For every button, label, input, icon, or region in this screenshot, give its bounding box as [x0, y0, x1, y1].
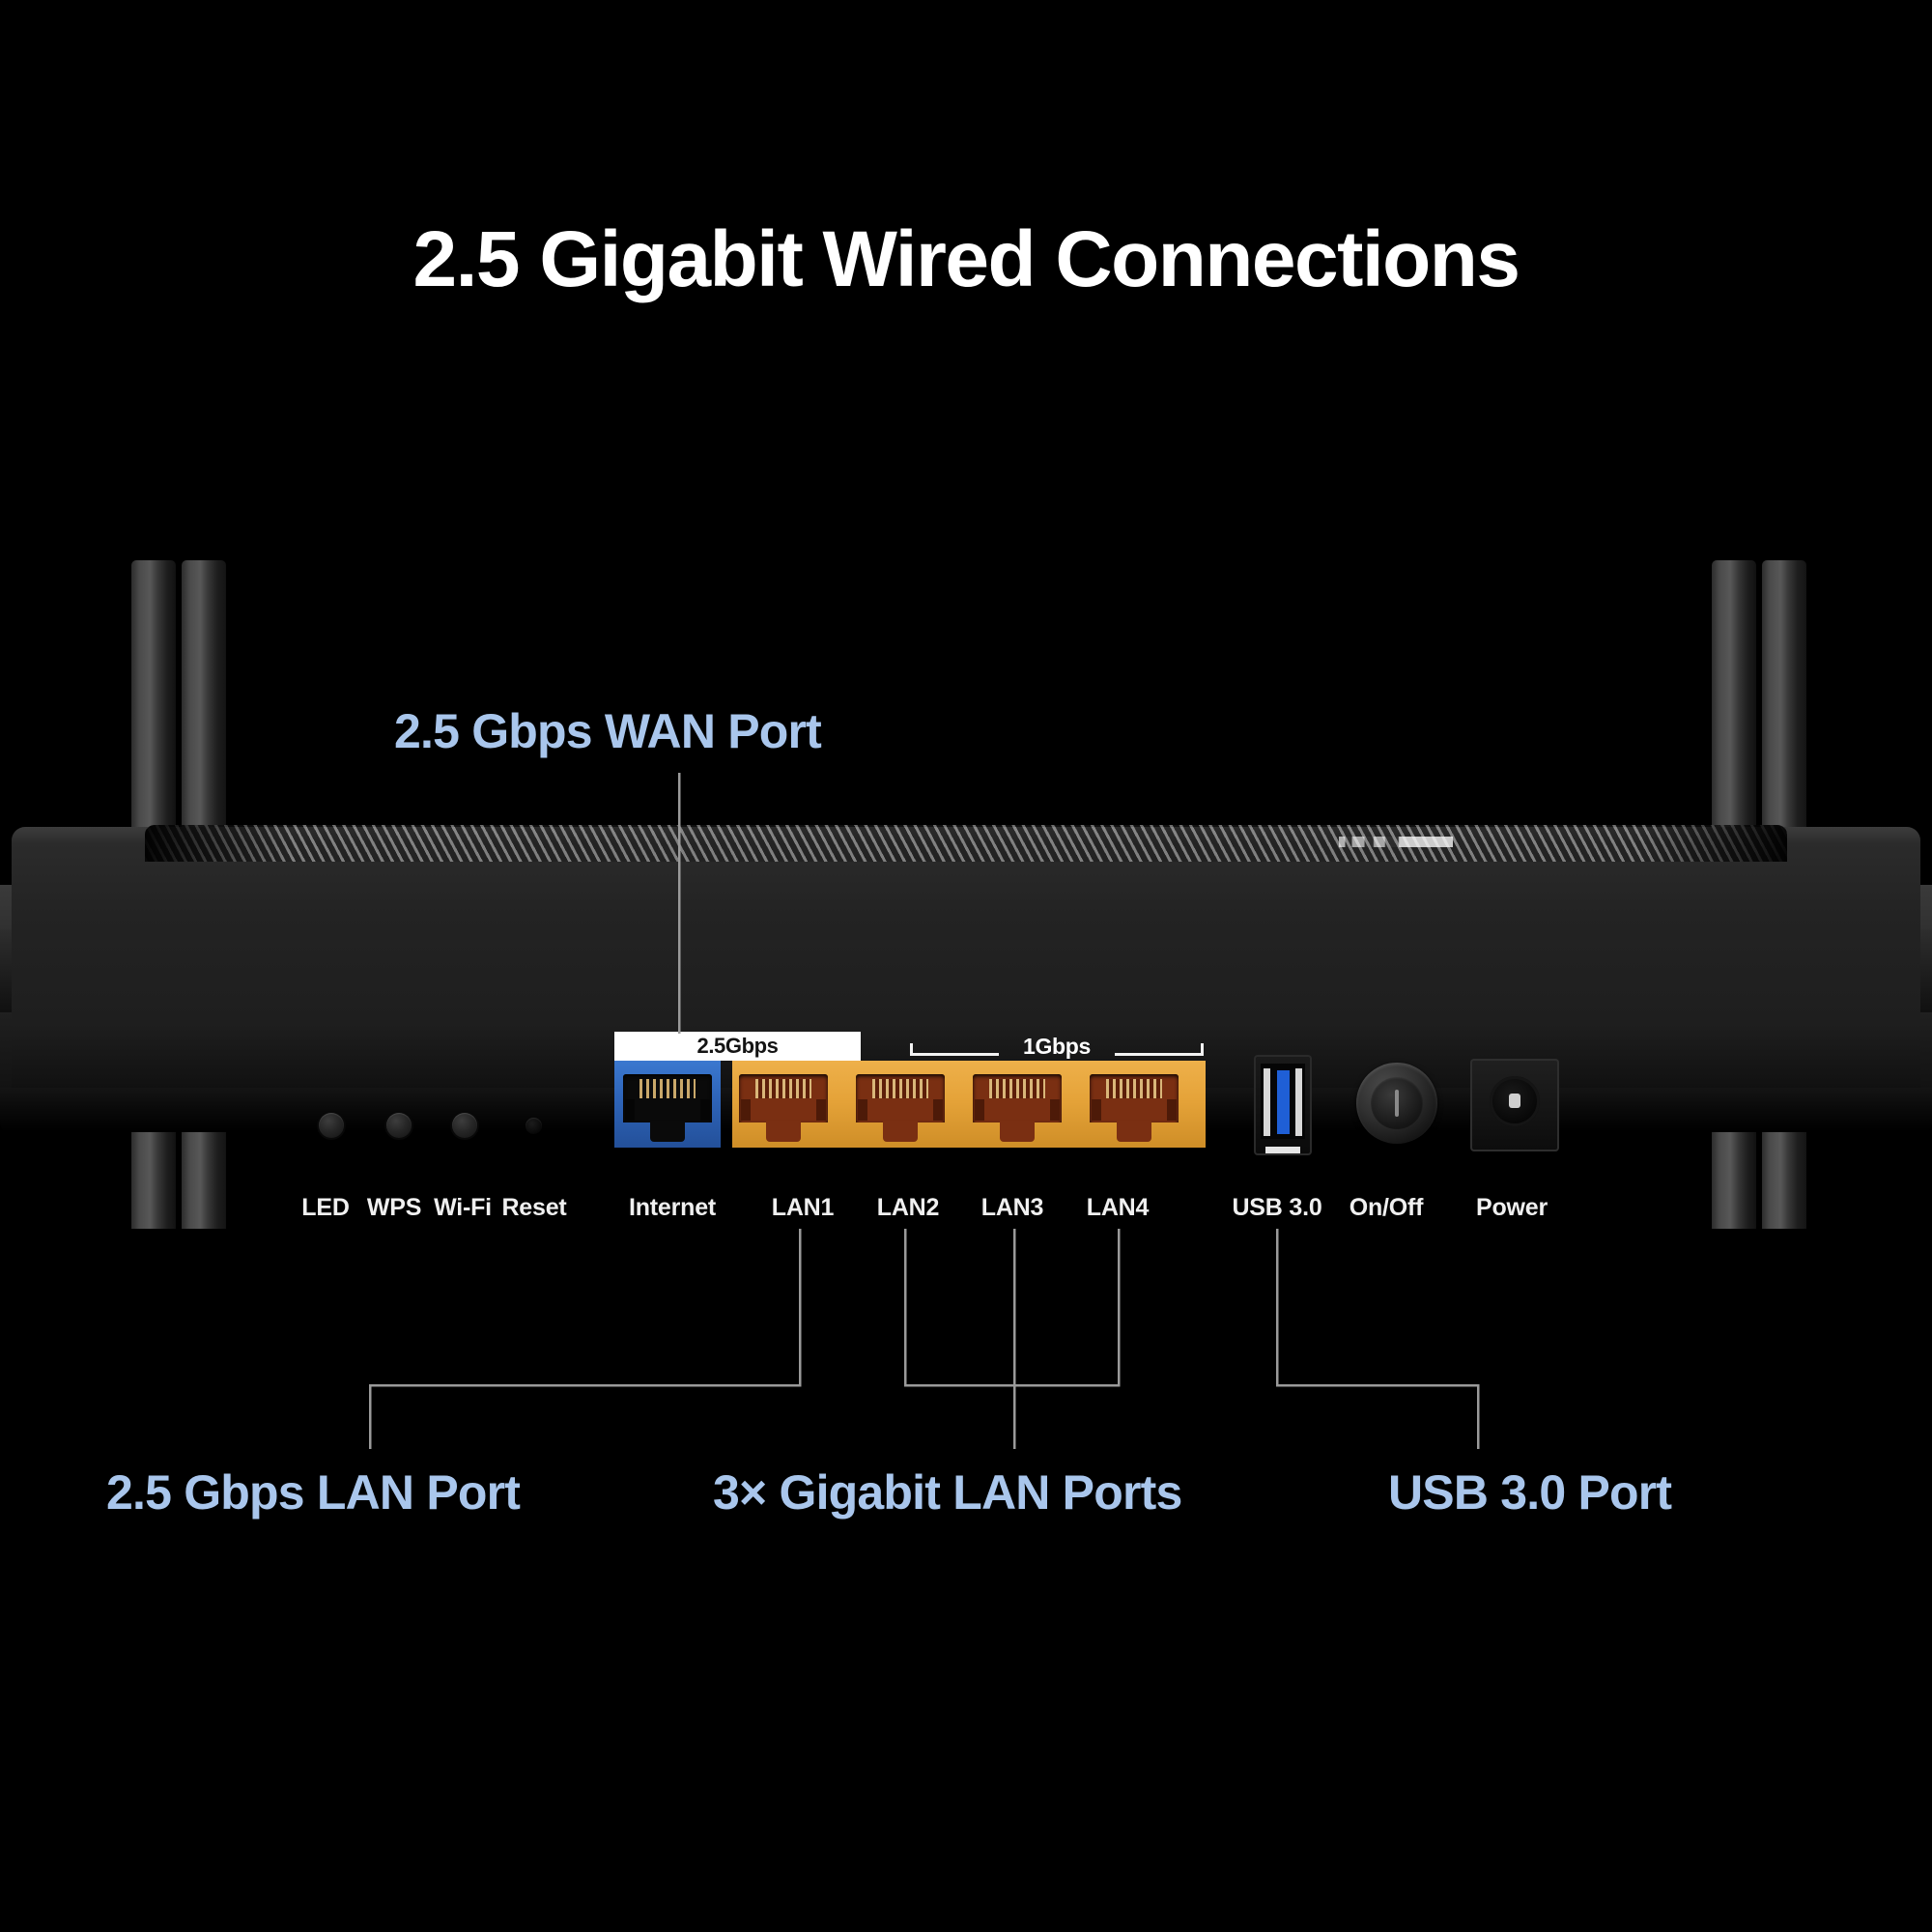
dc-jack-pin [1509, 1094, 1520, 1108]
speed-badge-2-5gbps: 2.5Gbps [614, 1032, 861, 1061]
rj45-notch-right [816, 1099, 826, 1121]
usb-bottom-lip [1265, 1147, 1300, 1153]
rj45-notch-left [858, 1099, 867, 1121]
rj45-shell [856, 1074, 945, 1122]
port-label-reset: Reset [501, 1194, 567, 1221]
port-label-lan3: LAN3 [980, 1194, 1044, 1221]
port-label-wps: WPS [366, 1194, 422, 1221]
bracket-tick-right [1201, 1043, 1204, 1056]
port-label-lan4: LAN4 [1086, 1194, 1150, 1221]
rj45-notch-left [1092, 1099, 1101, 1121]
rj45-notch-right [1167, 1099, 1177, 1121]
usb-rail-left [1264, 1068, 1270, 1136]
port-label-wifi: Wi-Fi [434, 1194, 492, 1221]
usb-blue-tongue [1277, 1070, 1290, 1134]
rj45-jack-lan4 [1090, 1074, 1179, 1144]
rj45-jack-lan2 [856, 1074, 945, 1144]
rj45-clip-slot [1000, 1121, 1035, 1142]
rj45-notch-right [700, 1099, 710, 1121]
port-label-usb: USB 3.0 [1232, 1194, 1322, 1221]
brand-logo-mark [1339, 837, 1453, 847]
rj45-jack-lan1 [739, 1074, 828, 1144]
rj45-notch-left [625, 1099, 635, 1121]
port-label-power: Power [1475, 1194, 1548, 1221]
rj45-clip-slot [766, 1121, 801, 1142]
port-label-lan2: LAN2 [876, 1194, 940, 1221]
rj45-jack-lan3 [973, 1074, 1062, 1144]
port-label-led: LED [301, 1194, 350, 1221]
rj45-notch-left [741, 1099, 751, 1121]
rj45-clip-slot [883, 1121, 918, 1142]
port-label-internet: Internet [628, 1194, 717, 1221]
lan25-callout: 2.5 Gbps LAN Port [106, 1465, 521, 1520]
reset-pinhole[interactable] [526, 1118, 542, 1134]
wps-button[interactable] [386, 1113, 412, 1138]
speed-bracket-1gbps: 1Gbps [908, 1030, 1206, 1063]
wan-port-block[interactable] [614, 1061, 721, 1148]
router-illustration [0, 551, 1932, 1304]
wifi-button[interactable] [452, 1113, 477, 1138]
page-title: 2.5 Gigabit Wired Connections [412, 215, 1520, 303]
speed-badge-2-5gbps-text: 2.5Gbps [696, 1034, 779, 1058]
rj45-shell [1090, 1074, 1179, 1122]
rj45-shell [739, 1074, 828, 1122]
led-button[interactable] [319, 1113, 344, 1138]
lan3x-callout: 3× Gigabit LAN Ports [713, 1465, 1182, 1520]
bracket-line-right [1115, 1053, 1204, 1056]
rj45-pins [872, 1079, 928, 1098]
usb-3-0-port[interactable] [1254, 1055, 1312, 1155]
power-on-off-button[interactable] [1356, 1063, 1437, 1144]
rj45-clip-slot [1117, 1121, 1151, 1142]
rj45-shell [623, 1074, 712, 1122]
usb-rail-right [1295, 1068, 1302, 1136]
rj45-notch-right [933, 1099, 943, 1121]
rj45-jack-internet [623, 1074, 712, 1144]
bracket-line-left [910, 1053, 999, 1056]
port-label-onoff: On/Off [1349, 1194, 1424, 1221]
rj45-pins [639, 1079, 696, 1098]
usb-callout: USB 3.0 Port [1388, 1465, 1672, 1520]
dc-power-jack[interactable] [1470, 1059, 1559, 1151]
speed-bracket-1gbps-text: 1Gbps [1022, 1034, 1092, 1059]
bracket-tick-left [910, 1043, 913, 1056]
rj45-notch-left [975, 1099, 984, 1121]
vent-edge-shading [145, 825, 1787, 862]
rj45-shell [973, 1074, 1062, 1122]
rj45-pins [755, 1079, 811, 1098]
port-label-lan1: LAN1 [771, 1194, 835, 1221]
rj45-pins [989, 1079, 1045, 1098]
rj45-pins [1106, 1079, 1162, 1098]
power-icon [1395, 1090, 1399, 1117]
rj45-clip-slot [650, 1121, 685, 1142]
rj45-notch-right [1050, 1099, 1060, 1121]
lan-port-bank[interactable] [732, 1061, 1206, 1148]
wan-callout: 2.5 Gbps WAN Port [394, 704, 822, 758]
